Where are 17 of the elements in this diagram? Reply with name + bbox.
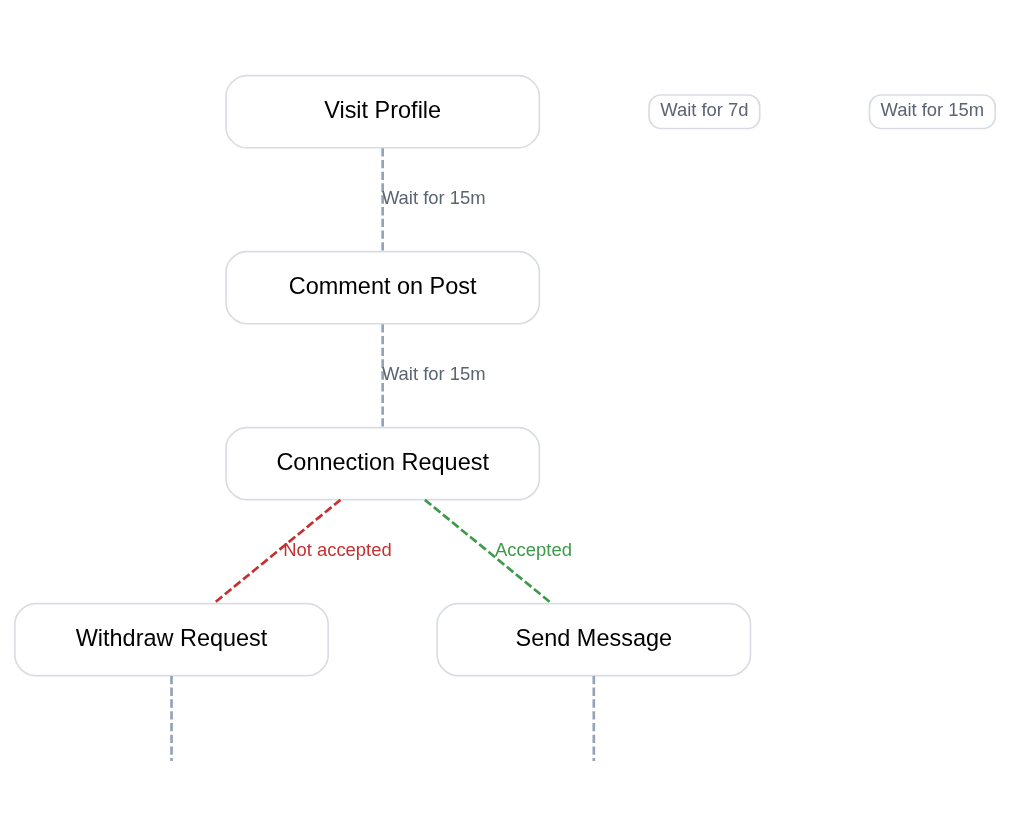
node-box: Comment on Post xyxy=(225,250,541,325)
node-box: Send Message xyxy=(436,602,752,677)
node-box: Withdraw Request xyxy=(14,602,330,677)
connector xyxy=(381,324,384,428)
node-box: Connection Request xyxy=(225,426,541,501)
edge-label: Wait for 15m xyxy=(381,363,486,385)
label: Wait for 15m xyxy=(880,99,985,121)
connector xyxy=(381,148,384,252)
connector xyxy=(212,498,342,605)
edge-label: Accepted xyxy=(495,539,572,561)
edge-label: Not accepted xyxy=(283,539,392,561)
label: Wait for 7d xyxy=(660,99,749,121)
connector xyxy=(424,498,553,605)
connector xyxy=(592,675,596,761)
edge-label: Wait for 15m xyxy=(381,187,486,209)
node-box: Visit Profile xyxy=(225,74,541,149)
connector xyxy=(170,675,173,761)
